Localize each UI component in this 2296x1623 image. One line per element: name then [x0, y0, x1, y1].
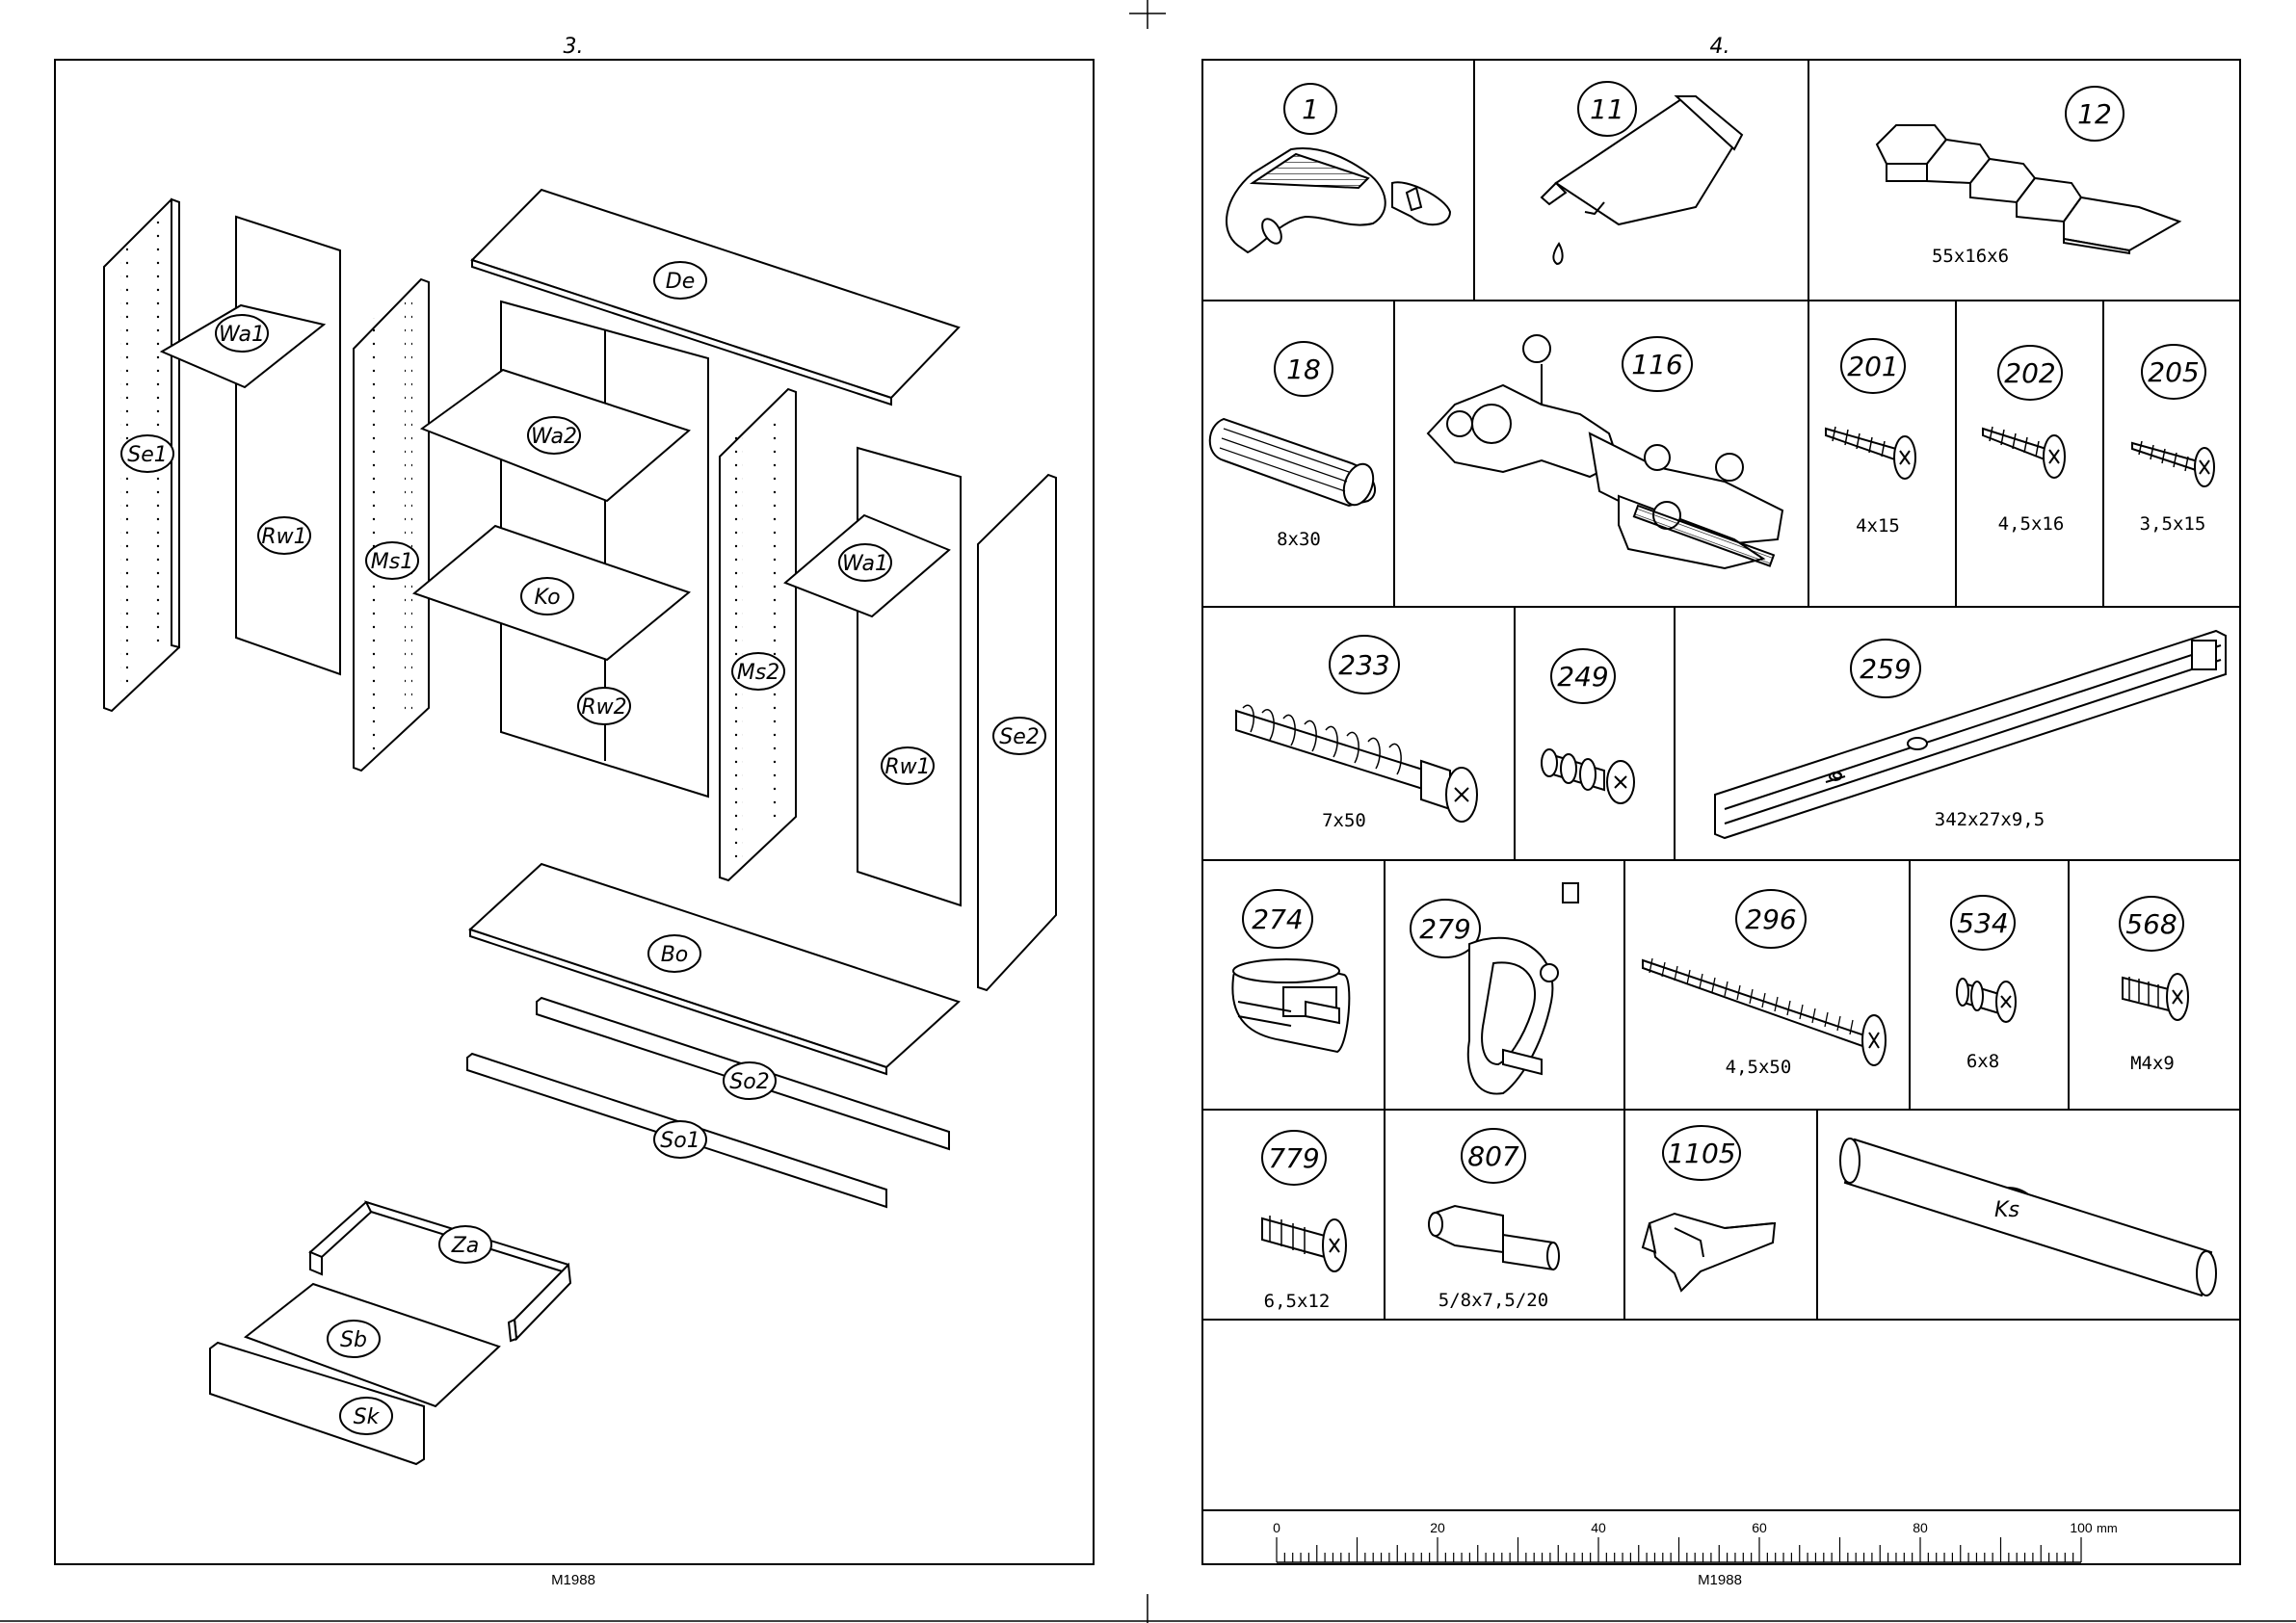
clothes-rod-icon	[1840, 1139, 2216, 1296]
mm-ruler: 0 20 40 60 80 100 mm	[1273, 1520, 2118, 1562]
part-number-279: 279	[1419, 913, 1470, 945]
parts-grid	[1202, 60, 2240, 1510]
label-so2: So2	[729, 1070, 769, 1094]
part-size-12: 55x16x6	[1932, 246, 2009, 267]
euro-screw-icon	[1262, 1216, 1346, 1271]
part-number-116: 116	[1631, 349, 1682, 380]
part-number-274: 274	[1252, 903, 1303, 935]
part-number-1: 1	[1302, 93, 1319, 125]
ruler-label-0: 0	[1273, 1520, 1280, 1535]
part-number-807: 807	[1467, 1140, 1519, 1172]
euro-screw-icon	[1957, 979, 2016, 1022]
ruler-label-40: 40	[1591, 1520, 1606, 1535]
page-number: 4.	[1710, 35, 1730, 59]
panel-rw1-left	[236, 217, 340, 674]
part-number-779: 779	[1268, 1142, 1319, 1174]
cam-housing-icon	[1232, 959, 1349, 1052]
machine-screw-icon	[2123, 974, 2188, 1020]
glue-tube-icon	[1542, 96, 1742, 264]
part-size-205: 3,5x15	[2140, 513, 2206, 535]
part-size-807: 5/8x7,5/20	[1438, 1290, 1548, 1311]
dowel-icon	[1210, 419, 1379, 509]
cam-lock-icon	[1227, 148, 1450, 252]
ruler-label-100: 100	[2070, 1520, 2093, 1535]
part-number-201: 201	[1847, 351, 1898, 382]
label-ms2: Ms2	[737, 661, 779, 685]
label-rw1-right: Rw1	[884, 755, 930, 779]
part-number-18: 18	[1286, 353, 1321, 385]
long-screw-icon	[1643, 958, 1886, 1065]
part-size-202: 4,5x16	[1998, 513, 2065, 535]
label-se2: Se2	[999, 725, 1040, 749]
label-wa1: Wa1	[219, 323, 265, 347]
screw-icon	[2132, 441, 2214, 486]
connector-bolt-icon	[1542, 749, 1634, 803]
panel-bo	[470, 864, 959, 1067]
label-ms1: Ms1	[371, 550, 413, 574]
page-code: M1988	[1698, 1572, 1742, 1588]
label-rw1: Rw1	[261, 525, 306, 549]
part-number-11: 11	[1590, 93, 1624, 125]
exploded-view	[104, 190, 1056, 1464]
part-numbers: 1 11 12 18 116 201 202 205 233 249 259 2…	[1252, 93, 2199, 1174]
shelf-pin-icon	[1429, 1206, 1559, 1270]
part-number-259: 259	[1860, 653, 1911, 685]
ruler-label-80: 80	[1913, 1520, 1928, 1535]
hinge-icon	[1428, 335, 1782, 568]
part-number-205: 205	[2148, 356, 2199, 388]
part-number-249: 249	[1557, 661, 1608, 693]
page-number: 3.	[564, 35, 584, 59]
part-number-296: 296	[1745, 903, 1796, 935]
rod-holder-icon	[1468, 883, 1578, 1094]
panel-ms1	[354, 279, 429, 771]
cam-bolt-icon	[1236, 705, 1477, 822]
part-number-202: 202	[2004, 357, 2055, 389]
label-bo: Bo	[661, 943, 689, 967]
part-number-ks: Ks	[1994, 1198, 2019, 1222]
part-number-568: 568	[2125, 908, 2177, 940]
part-number-233: 233	[1338, 649, 1389, 681]
label-sb: Sb	[340, 1328, 367, 1352]
screw-icon	[1983, 427, 2065, 478]
spacer-wedges-icon	[1877, 125, 2179, 253]
label-so1: So1	[660, 1129, 699, 1153]
part-size-259: 342x27x9,5	[1935, 809, 2045, 830]
ruler-label-60: 60	[1752, 1520, 1767, 1535]
part-number-1105: 1105	[1667, 1138, 1735, 1169]
ruler-unit: mm	[2097, 1521, 2118, 1535]
panel-ms2	[720, 389, 796, 880]
part-number-12: 12	[2077, 98, 2112, 130]
drawer-rail-icon	[1715, 631, 2226, 838]
page-code: M1988	[551, 1572, 595, 1588]
panel-rw1-right	[858, 448, 961, 905]
part-size-201: 4x15	[1856, 515, 1900, 537]
part-size-18: 8x30	[1277, 529, 1321, 550]
part-size-779: 6,5x12	[1264, 1291, 1331, 1312]
page-3: 3.	[55, 35, 1094, 1588]
shelf-support-icon	[1643, 1214, 1775, 1291]
part-size-296: 4,5x50	[1726, 1057, 1792, 1078]
ruler-label-20: 20	[1430, 1520, 1445, 1535]
label-se1: Se1	[127, 443, 168, 467]
screw-icon	[1826, 427, 1915, 479]
part-size-233: 7x50	[1322, 810, 1366, 831]
page-4: 4.	[1202, 35, 2240, 1588]
label-wa1-right: Wa1	[842, 552, 888, 576]
label-rw2: Rw2	[581, 695, 626, 720]
label-wa2: Wa2	[531, 425, 577, 449]
part-size-568: M4x9	[2130, 1053, 2175, 1074]
label-ko: Ko	[534, 586, 560, 610]
part-size-534: 6x8	[1966, 1051, 1999, 1072]
label-za: Za	[451, 1234, 480, 1258]
label-sk: Sk	[354, 1405, 381, 1429]
label-de: De	[666, 270, 695, 294]
part-number-534: 534	[1957, 907, 2008, 939]
